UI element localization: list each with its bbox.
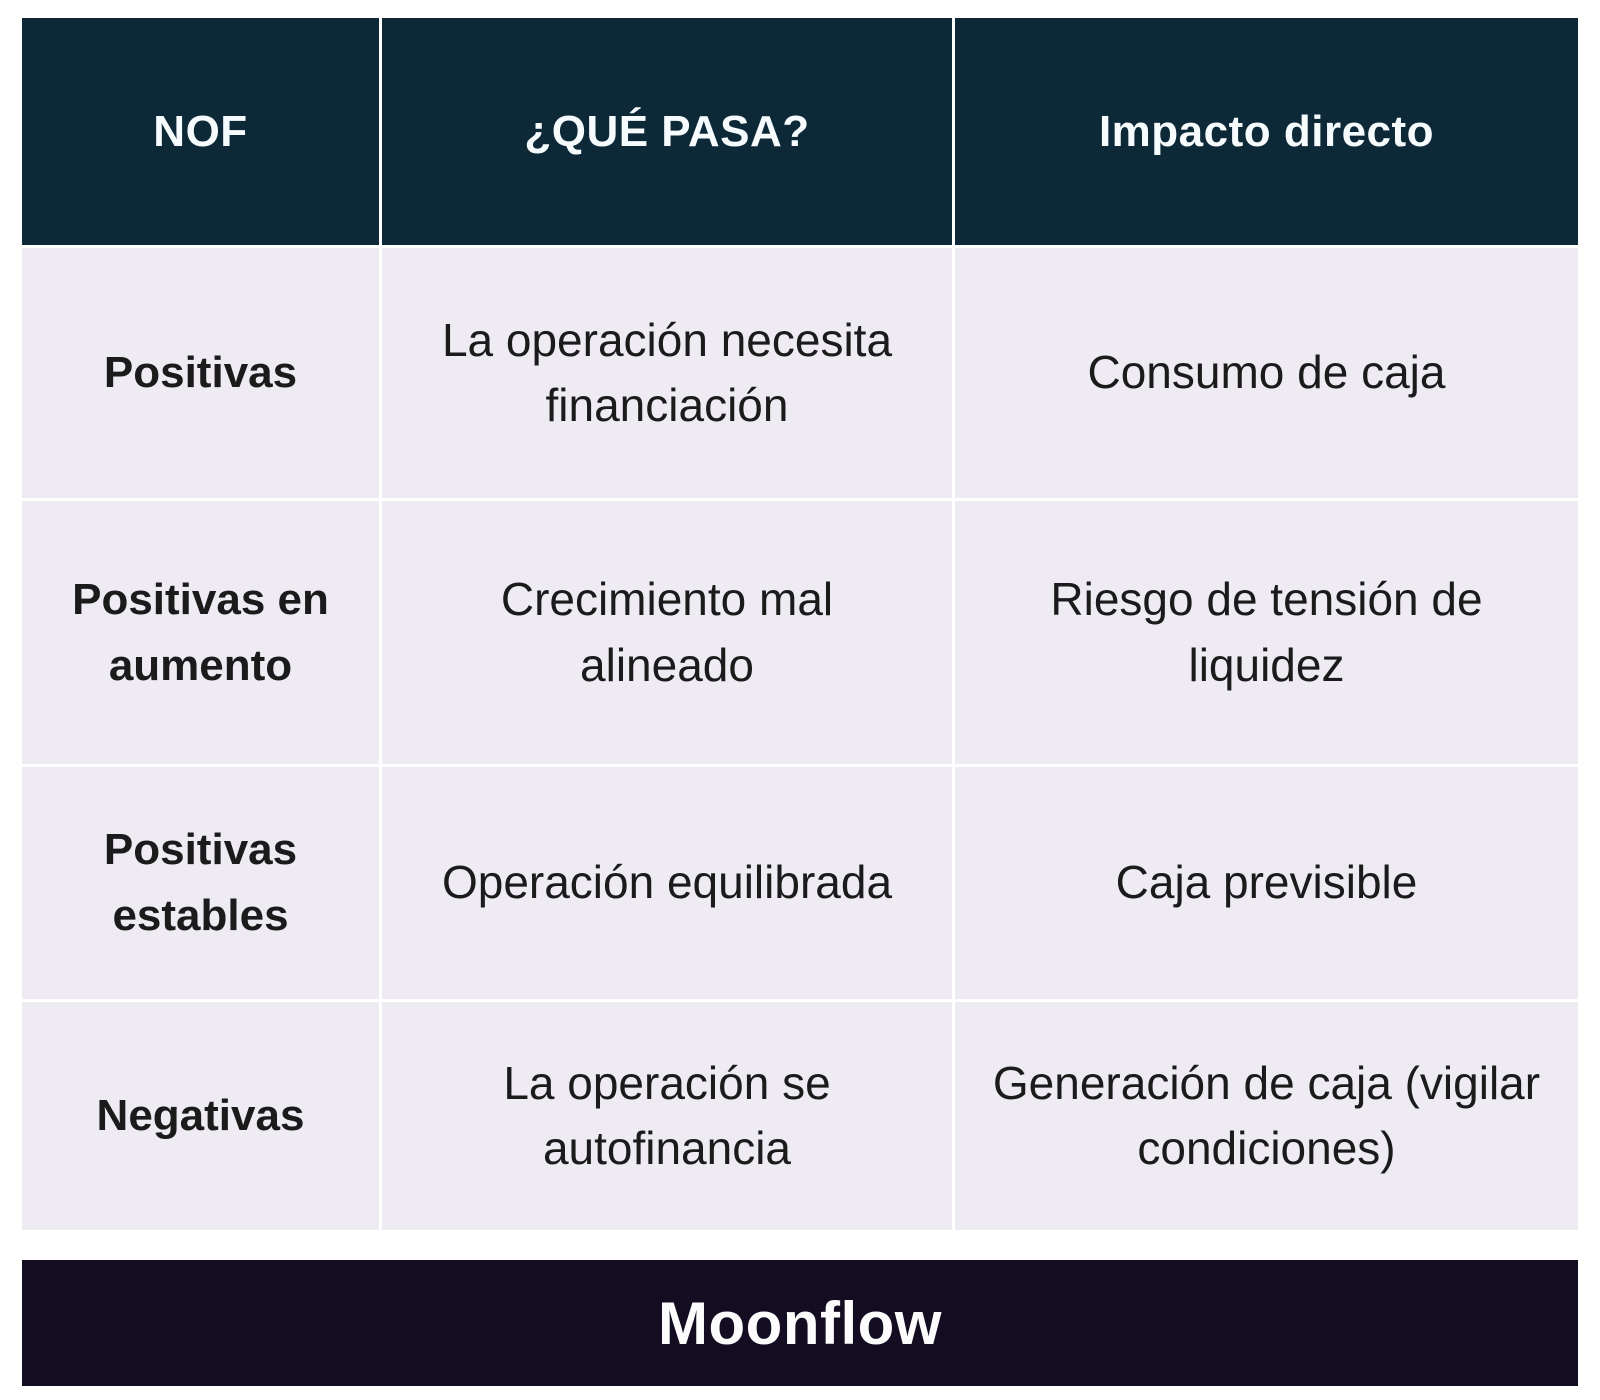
table-row-4-que-pasa: La operación se autofinancia [382, 1002, 952, 1230]
header-cell-nof: NOF [22, 18, 379, 245]
header-cell-que-pasa: ¿QUÉ PASA? [382, 18, 952, 245]
nof-table: NOF ¿QUÉ PASA? Impacto directo Positivas… [22, 18, 1578, 1230]
table-row-1-impacto: Consumo de caja [955, 248, 1578, 498]
row-label: Negativas [96, 1091, 305, 1140]
table-row-3-que-pasa: Operación equilibrada [382, 767, 952, 999]
cell-text: Caja previsible [1115, 856, 1418, 909]
cell-text: Consumo de caja [1087, 346, 1446, 399]
table-row-3-impacto: Caja previsible [955, 767, 1578, 999]
cell-text: La operación se autofinancia [503, 1056, 831, 1174]
table-row-4-impacto: Generación de caja (vigilar condiciones) [955, 1002, 1578, 1230]
row-label: Positivas en aumento [72, 574, 329, 690]
cell-text: Operación equilibrada [441, 856, 893, 909]
table-row-2-impacto: Riesgo de tensión de liquidez [955, 501, 1578, 764]
header-cell-impacto: Impacto directo [955, 18, 1578, 245]
row-label: Positivas [103, 348, 298, 397]
table-row-3-nof: Positivas estables [22, 767, 379, 999]
header-label-que-pasa: ¿QUÉ PASA? [524, 106, 810, 156]
brand-logo-text: Moonflow [658, 1289, 942, 1357]
table-row-1-que-pasa: La operación necesita financiación [382, 248, 952, 498]
cell-text: Generación de caja (vigilar condiciones) [992, 1056, 1541, 1174]
header-label-nof: NOF [153, 106, 248, 156]
row-label: Positivas estables [103, 825, 298, 940]
cell-text: Crecimiento mal alineado [500, 573, 834, 691]
table-row-1-nof: Positivas [22, 248, 379, 498]
cell-text: La operación necesita financiación [441, 313, 893, 431]
table-row-2-que-pasa: Crecimiento mal alineado [382, 501, 952, 764]
table-row-2-nof: Positivas en aumento [22, 501, 379, 764]
cell-text: Riesgo de tensión de liquidez [1050, 573, 1483, 691]
table-row-4-nof: Negativas [22, 1002, 379, 1230]
header-label-impacto: Impacto directo [1098, 106, 1435, 156]
footer-brand-bar: Moonflow [22, 1260, 1578, 1386]
